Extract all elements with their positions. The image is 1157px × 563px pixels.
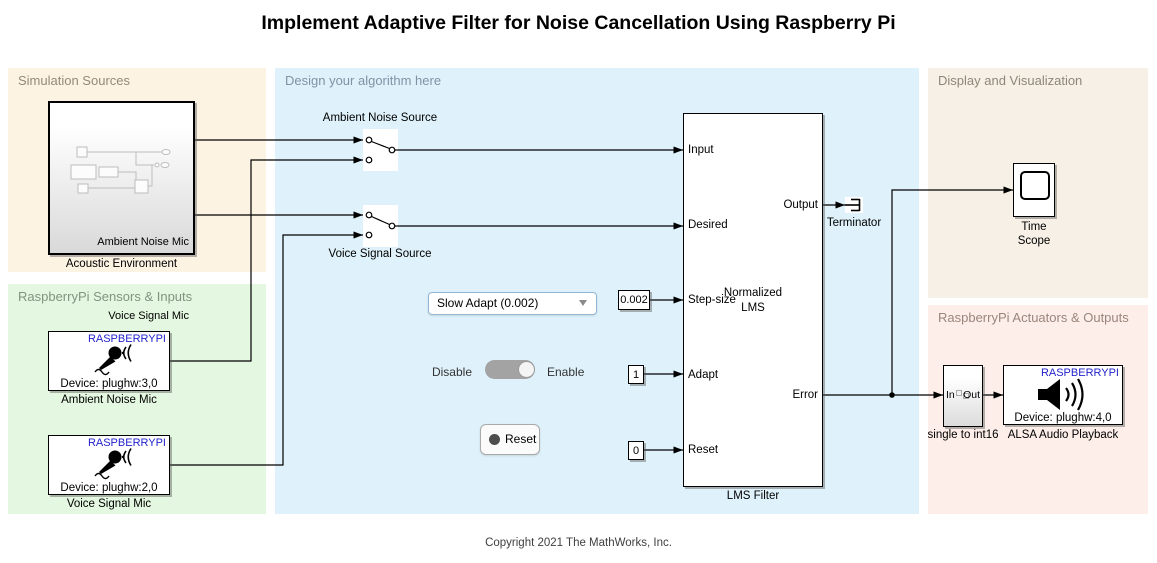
microphone-icon bbox=[94, 448, 132, 480]
device-label: Device: plughw:3,0 bbox=[60, 378, 158, 390]
reset-push-button[interactable]: Reset bbox=[480, 424, 540, 455]
copyright-text: Copyright 2021 The MathWorks, Inc. bbox=[485, 537, 672, 549]
lms-filter-block[interactable]: Input Desired Step-size Adapt Reset Outp… bbox=[683, 113, 823, 487]
acoustic-environment-caption: Acoustic Environment bbox=[65, 258, 178, 270]
alsa-audio-playback-block[interactable]: RASPBERRYPI Device: plughw:4,0 bbox=[1003, 365, 1123, 425]
lms-port-desired: Desired bbox=[688, 219, 728, 231]
raspberrypi-brand-label: RASPBERRYPI bbox=[87, 333, 166, 345]
ambient-noise-source-switch[interactable] bbox=[363, 129, 398, 171]
scope-screen-icon bbox=[1020, 171, 1050, 200]
voice-signal-mic-block[interactable]: RASPBERRYPI Device: plughw:2,0 bbox=[48, 435, 170, 495]
lms-center-line1: Normalized bbox=[723, 287, 783, 299]
page-title: Implement Adaptive Filter for Noise Canc… bbox=[261, 12, 896, 34]
terminator-caption: Terminator bbox=[826, 217, 882, 229]
acoustic-environment-block[interactable]: Ambient Noise Mic Voice Signal Mic bbox=[48, 101, 195, 322]
lms-filter-caption: LMS Filter bbox=[726, 490, 780, 502]
speaker-icon bbox=[1038, 378, 1084, 411]
time-scope-caption-line2: Scope bbox=[1017, 235, 1051, 247]
subsystem-thumbnail-icon bbox=[70, 146, 171, 194]
lms-port-error: Error bbox=[792, 389, 818, 401]
region-title-raspberrypi-actuators: RaspberryPi Actuators & Outputs bbox=[938, 310, 1129, 325]
raspberrypi-brand-label: RASPBERRYPI bbox=[87, 437, 166, 449]
push-button-dot-icon bbox=[489, 434, 500, 445]
constant-step-size-block[interactable]: 0.002 bbox=[618, 290, 650, 310]
manual-switch-icon bbox=[365, 136, 398, 164]
acoustic-port-voice-signal-mic: Voice Signal Mic bbox=[108, 310, 189, 322]
time-scope-block[interactable] bbox=[1013, 163, 1055, 217]
constant-reset-block[interactable]: 0 bbox=[628, 441, 644, 460]
region-title-design-algorithm: Design your algorithm here bbox=[285, 73, 442, 88]
raspberrypi-brand-label: RASPBERRYPI bbox=[1040, 367, 1119, 379]
voice-signal-source-label: Voice Signal Source bbox=[328, 248, 432, 260]
chevron-down-icon bbox=[579, 300, 587, 306]
ambient-noise-mic-caption: Ambient Noise Mic bbox=[61, 394, 157, 406]
ambient-noise-source-label: Ambient Noise Source bbox=[322, 112, 438, 124]
toggle-disable-label: Disable bbox=[431, 365, 472, 379]
voice-signal-source-switch[interactable] bbox=[363, 205, 398, 247]
constant-value: 0 bbox=[632, 445, 640, 457]
adapt-toggle-switch[interactable] bbox=[485, 360, 535, 379]
constant-adapt-block[interactable]: 1 bbox=[628, 365, 644, 384]
microphone-icon bbox=[94, 344, 132, 376]
device-label: Device: plughw:4,0 bbox=[1014, 412, 1112, 424]
dropdown-selected-value: Slow Adapt (0.002) bbox=[437, 296, 539, 310]
voice-signal-mic-caption: Voice Signal Mic bbox=[66, 498, 152, 510]
ambient-noise-mic-block[interactable]: RASPBERRYPI Device: plughw:3,0 bbox=[48, 331, 170, 391]
region-title-simulation-sources: Simulation Sources bbox=[18, 73, 130, 88]
constant-value: 0.002 bbox=[620, 294, 648, 306]
acoustic-port-ambient-noise-mic: Ambient Noise Mic bbox=[97, 236, 189, 248]
lms-port-input: Input bbox=[688, 144, 714, 156]
lms-port-stepsize: Step-size bbox=[688, 294, 736, 306]
lms-port-output: Output bbox=[783, 199, 818, 211]
lms-algorithm-label: Normalized LMS bbox=[684, 286, 822, 316]
reset-button-label: Reset bbox=[505, 432, 537, 446]
toggle-knob[interactable] bbox=[517, 360, 535, 378]
single-to-int16-caption: single to int16 bbox=[927, 429, 999, 441]
time-scope-caption-line1: Time bbox=[1021, 221, 1047, 233]
port-out-label: Out bbox=[963, 389, 980, 401]
single-to-int16-block[interactable]: In Out bbox=[943, 365, 983, 427]
region-title-display-visualization: Display and Visualization bbox=[938, 73, 1083, 88]
terminator-icon bbox=[845, 198, 861, 212]
toggle-enable-label: Enable bbox=[547, 365, 585, 379]
lms-center-line2: LMS bbox=[741, 302, 765, 314]
device-label: Device: plughw:2,0 bbox=[60, 482, 158, 494]
lms-port-adapt: Adapt bbox=[688, 369, 719, 381]
constant-value: 1 bbox=[632, 369, 640, 381]
step-size-dropdown[interactable]: Slow Adapt (0.002) bbox=[428, 292, 597, 315]
terminator-block[interactable] bbox=[845, 197, 863, 213]
manual-switch-icon bbox=[365, 211, 398, 239]
alsa-audio-playback-caption: ALSA Audio Playback bbox=[1007, 429, 1119, 441]
region-title-raspberrypi-sensors: RaspberryPi Sensors & Inputs bbox=[18, 289, 193, 304]
port-in-label: In bbox=[946, 389, 955, 401]
lms-port-reset: Reset bbox=[688, 444, 719, 456]
